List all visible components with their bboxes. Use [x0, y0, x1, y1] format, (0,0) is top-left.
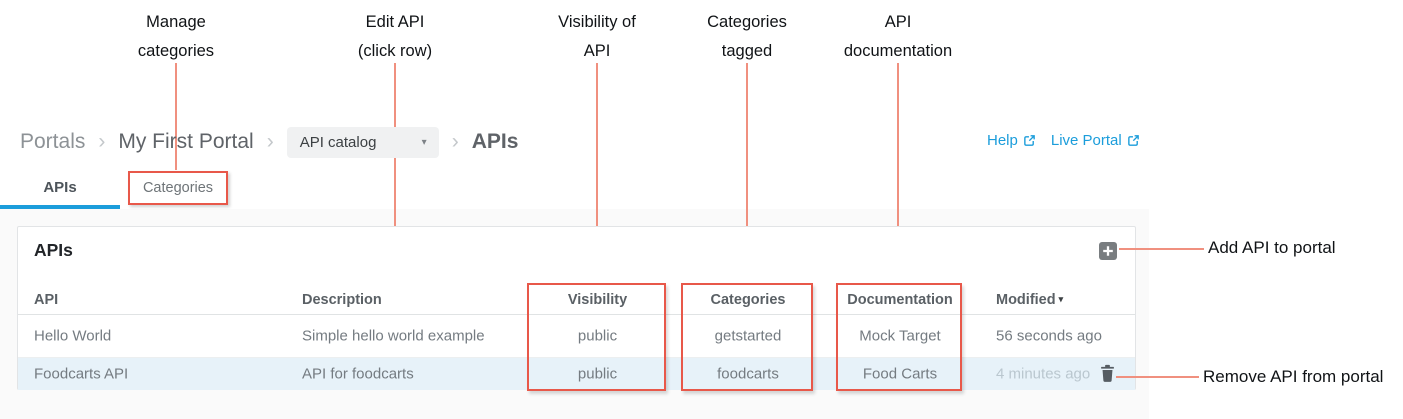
- remove-api-button[interactable]: [1099, 364, 1117, 384]
- cell-documentation: Food Carts: [862, 365, 938, 383]
- chevron-right-icon: ›: [98, 130, 106, 153]
- trash-icon: [1101, 364, 1114, 382]
- cell-modified: 56 seconds ago: [996, 327, 1102, 345]
- column-header-documentation: Documentation: [847, 291, 953, 308]
- annotation-line: API: [884, 13, 912, 31]
- annotation-line: (click row): [357, 41, 433, 60]
- annotation-line: tagged: [721, 41, 773, 60]
- live-portal-link[interactable]: Live Portal: [1051, 132, 1140, 149]
- cell-description: API for foodcarts: [302, 365, 414, 383]
- cell-documentation: Mock Target: [859, 327, 941, 345]
- column-header-api: API: [34, 291, 59, 308]
- live-portal-link-label: Live Portal: [1050, 132, 1122, 149]
- cell-categories: foodcarts: [717, 365, 779, 383]
- column-header-categories: Categories: [710, 291, 786, 308]
- annotation-api-documentation: API documentation: [844, 8, 952, 65]
- table-header-row: API Description Visibility Categories Do…: [18, 285, 1135, 315]
- annotation-line: categories: [137, 41, 215, 60]
- apis-panel: APIs API Description Visibility Categori…: [17, 226, 1136, 390]
- callout-line-manage-categories: [175, 63, 177, 170]
- annotation-line: API: [583, 41, 611, 60]
- callout-line-categories: [746, 63, 748, 283]
- header-links: Help Live Portal: [987, 132, 1140, 149]
- table-row-foodcarts-api[interactable]: Foodcarts API API for foodcarts public f…: [18, 358, 1135, 390]
- annotation-edit-api: Edit API (click row): [358, 8, 432, 65]
- page-select-dropdown[interactable]: API catalog ▾: [286, 126, 439, 158]
- plus-icon: [1103, 246, 1113, 256]
- column-header-description: Description: [302, 291, 382, 308]
- callout-line-add-api: [1119, 248, 1204, 250]
- annotation-line: Manage: [146, 13, 206, 31]
- help-link[interactable]: Help: [987, 132, 1036, 149]
- cell-visibility: public: [577, 365, 618, 383]
- callout-line-visibility: [596, 63, 598, 283]
- cell-api: Foodcarts API: [34, 365, 129, 383]
- cell-modified: 4 minutes ago: [996, 365, 1091, 383]
- column-header-modified-label: Modified: [996, 291, 1056, 308]
- callout-line-edit-api: [394, 63, 396, 366]
- breadcrumb-current-page: APIs: [471, 130, 519, 153]
- callout-line-remove-api: [1116, 376, 1199, 378]
- annotation-line: Categories: [707, 13, 787, 31]
- breadcrumb-portals-link[interactable]: Portals: [20, 130, 86, 153]
- annotation-line: Edit API: [365, 13, 425, 31]
- sort-desc-icon: ▾: [1058, 293, 1064, 304]
- annotation-line: documentation: [843, 41, 953, 60]
- cell-description: Simple hello world example: [302, 327, 485, 345]
- chevron-right-icon: ›: [266, 130, 274, 153]
- cell-visibility: public: [577, 327, 618, 345]
- annotation-line: Visibility of: [558, 13, 636, 31]
- page-select-value: API catalog: [299, 133, 377, 151]
- dropdown-caret-icon: ▾: [421, 136, 427, 148]
- annotation-categories-tagged: Categories tagged: [707, 8, 787, 65]
- tab-categories[interactable]: Categories: [128, 171, 228, 205]
- add-api-button[interactable]: [1099, 242, 1117, 260]
- tab-apis[interactable]: APIs: [43, 179, 77, 196]
- annotation-remove-api: Remove API from portal: [1203, 367, 1384, 386]
- breadcrumb-portal-name-link[interactable]: My First Portal: [118, 130, 254, 153]
- breadcrumb: Portals › My First Portal › API catalog …: [20, 126, 518, 158]
- active-tab-indicator: [0, 205, 120, 209]
- table-row-hello-world[interactable]: Hello World Simple hello world example p…: [18, 315, 1135, 358]
- annotation-visibility: Visibility of API: [558, 8, 636, 65]
- help-link-label: Help: [987, 132, 1018, 149]
- column-header-visibility: Visibility: [567, 291, 628, 308]
- cell-api: Hello World: [34, 327, 112, 345]
- chevron-right-icon: ›: [451, 130, 459, 153]
- column-header-modified[interactable]: Modified▾: [996, 292, 1063, 308]
- external-link-icon: [1024, 135, 1035, 146]
- external-link-icon: [1127, 135, 1139, 146]
- callout-line-documentation: [897, 63, 899, 283]
- panel-title: APIs: [34, 240, 73, 260]
- annotation-add-api: Add API to portal: [1208, 238, 1336, 257]
- annotation-manage-categories: Manage categories: [138, 8, 214, 65]
- cell-categories: getstarted: [714, 327, 782, 345]
